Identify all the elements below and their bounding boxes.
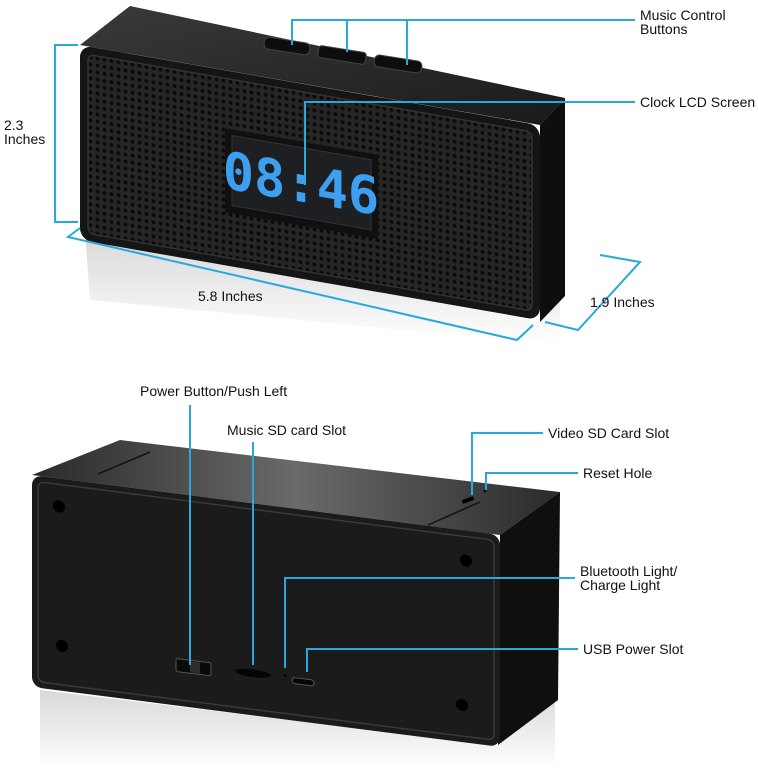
height-value: 2.3 [4,117,24,133]
back-callout-lines [189,405,578,672]
music-sd-label: Music SD card Slot [227,422,347,438]
bluetooth-label-line2: Charge Light [580,577,661,593]
front-speaker-view: 08:46 [80,6,565,345]
lcd-screen [231,134,372,231]
power-button-label: Power Button/Push Left [140,383,288,399]
music-control-buttons [263,36,423,74]
width-label: 5.8 Inches [198,288,263,304]
bluetooth-label-line1: Bluetooth Light/ [580,563,678,579]
video-sd-slot[interactable] [461,496,475,504]
clock-lcd-label: Clock LCD Screen [640,94,756,110]
music-control-label-line1: Music Control [640,7,726,23]
height-unit: Inches [4,131,46,147]
video-sd-label: Video SD Card Slot [548,425,670,441]
music-control-label-line2: Buttons [640,21,688,37]
side-face [540,98,565,322]
reset-hole[interactable] [483,489,487,493]
back-face-rim [37,481,495,741]
reset-hole-label: Reset Hole [583,465,653,481]
play-button[interactable] [317,45,367,65]
usb-power-label: USB Power Slot [583,641,684,657]
bluetooth-light-label: Bluetooth Light/ Charge Light [580,564,677,592]
music-sd-slot[interactable] [235,667,271,680]
back-face [32,476,500,746]
screw-hole [456,699,468,712]
next-button[interactable] [373,54,423,74]
screw-hole [56,639,68,652]
side-face [498,492,560,745]
music-control-label: Music Control Buttons [640,8,726,36]
bluetooth-light [283,674,287,677]
screw-hole [53,500,65,513]
front-callout-lines [54,19,642,342]
usb-power-slot[interactable] [291,677,315,687]
screw-hole [460,554,472,567]
reflection [40,690,555,768]
top-face [80,6,565,125]
depth-label: 1.9 Inches [590,294,655,310]
height-label: 2.3 Inches [4,118,45,146]
power-switch-knob[interactable] [190,661,200,674]
top-face [32,440,560,535]
prev-button[interactable] [263,36,311,56]
back-speaker-view [32,440,560,768]
